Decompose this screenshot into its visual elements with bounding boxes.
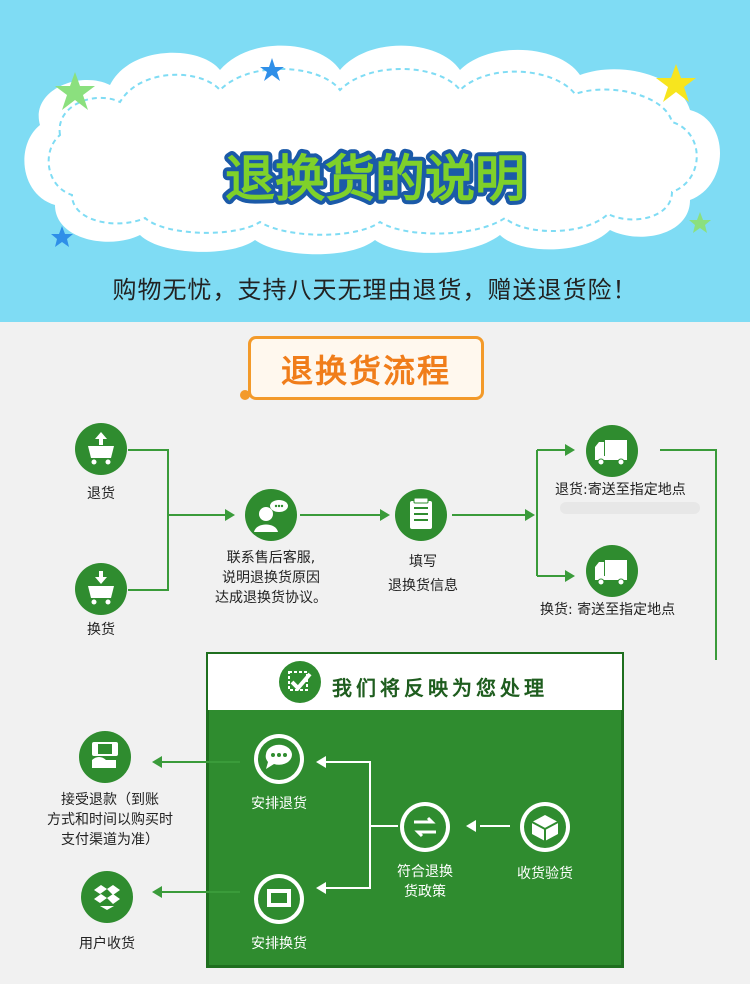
exchange-arrows-icon xyxy=(400,802,450,852)
check-icon xyxy=(279,661,321,703)
shadow xyxy=(560,502,700,514)
return-truck-icon xyxy=(586,425,638,477)
fill-line-1: 填写 xyxy=(409,554,437,570)
page-title: 退换货的说明 退换货的说明 xyxy=(221,146,529,212)
return-label: 退货 xyxy=(87,486,115,502)
contact-line-1: 联系售后客服, xyxy=(226,550,316,566)
flow-label-frame xyxy=(248,336,484,400)
process-connectors xyxy=(152,756,510,898)
arrange-return-label: 安排退货 xyxy=(251,796,307,812)
exchange-ship-label: 换货: 寄送至指定地点 xyxy=(540,602,676,618)
svg-text:退换货的说明: 退换货的说明 xyxy=(225,150,525,208)
form-icon xyxy=(395,489,447,541)
arrange-exchange-label: 安排换货 xyxy=(251,936,307,952)
refund-line-2: 方式和时间以购买时 xyxy=(47,812,173,828)
refund-line-3: 支付渠道为准） xyxy=(61,832,159,848)
exchange-truck-icon xyxy=(586,545,638,597)
fill-line-2: 退换货信息 xyxy=(388,578,458,594)
policy-line-1: 符合退换 xyxy=(397,864,453,880)
flow-label-dot xyxy=(240,390,250,400)
package-icon xyxy=(254,874,304,924)
process-panel-header xyxy=(208,654,622,710)
user-receive-label: 用户收货 xyxy=(79,936,135,952)
return-ship-label: 退货:寄送至指定地点 xyxy=(555,482,686,498)
customer-service-icon xyxy=(245,489,297,541)
svg-text:退换货的说明: 退换货的说明 xyxy=(225,150,525,208)
contact-line-2: 说明退换货原因 xyxy=(222,570,320,586)
box-icon xyxy=(520,802,570,852)
flow-connectors xyxy=(128,444,717,660)
contact-line-3: 达成退换货协议。 xyxy=(215,590,327,606)
policy-line-2: 货政策 xyxy=(404,884,446,900)
process-header-text: 我们将反映为您处理 xyxy=(332,676,548,700)
dropbox-icon xyxy=(81,871,133,923)
exchange-label: 换货 xyxy=(87,622,115,638)
exchange-cart-icon xyxy=(75,563,127,615)
chat-icon xyxy=(254,734,304,784)
receive-check-label: 收货验货 xyxy=(517,866,573,882)
flow-label: 退换货流程 xyxy=(280,352,451,390)
subtitle: 购物无忧，支持八天无理由退货，赠送退货险！ xyxy=(112,276,638,304)
cloud-art xyxy=(24,45,721,255)
return-cart-icon xyxy=(75,423,127,475)
refund-line-1: 接受退款（到账 xyxy=(61,792,159,808)
refund-icon xyxy=(79,731,131,783)
